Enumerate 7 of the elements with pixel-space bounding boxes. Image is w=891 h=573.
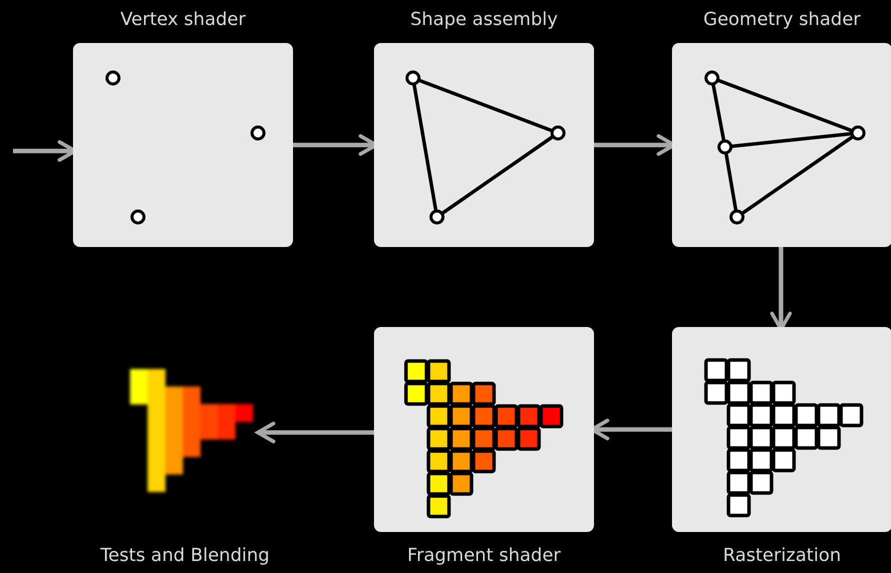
stage-title: Rasterization [722,545,841,566]
stage-title: Fragment shader [407,545,561,566]
stage-title: Vertex shader [120,9,246,30]
flow-arrow [256,422,374,444]
stage-title: Tests and Blending [100,545,270,566]
stage-title: Shape assembly [410,9,558,30]
stage-title: Geometry shader [703,9,861,30]
